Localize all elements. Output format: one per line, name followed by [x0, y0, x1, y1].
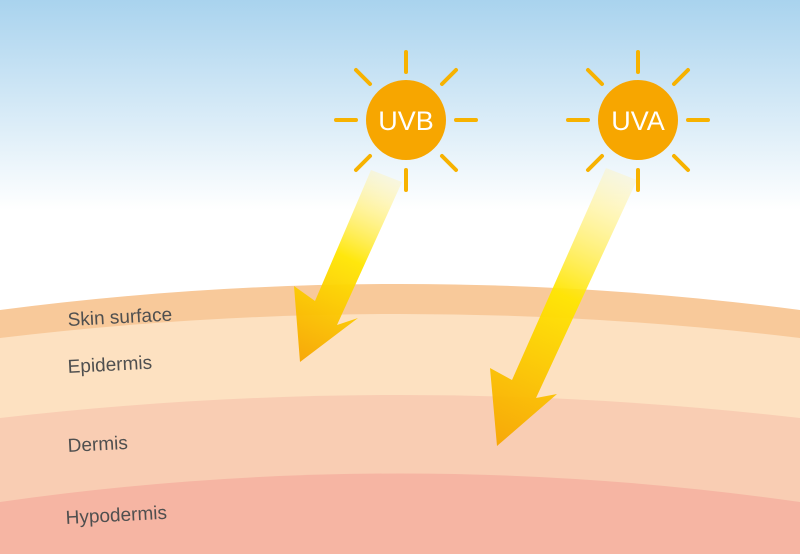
uvb-sun-icon: UVB [334, 50, 478, 192]
uva-arrow [490, 168, 637, 446]
uvb-sun-rays [334, 50, 478, 192]
uva-sun-icon: UVA [566, 50, 710, 192]
epidermis-label: Epidermis [67, 353, 152, 378]
hypodermis-layer [0, 473, 800, 554]
uvb-sun-disc [366, 80, 446, 160]
uva-sun-rays [566, 50, 710, 192]
uvb-label: UVB [378, 106, 434, 136]
uva-label: UVA [611, 106, 665, 136]
uva-sun-disc [598, 80, 678, 160]
uvb-arrow [294, 170, 402, 362]
dermis-label: Dermis [67, 433, 128, 457]
